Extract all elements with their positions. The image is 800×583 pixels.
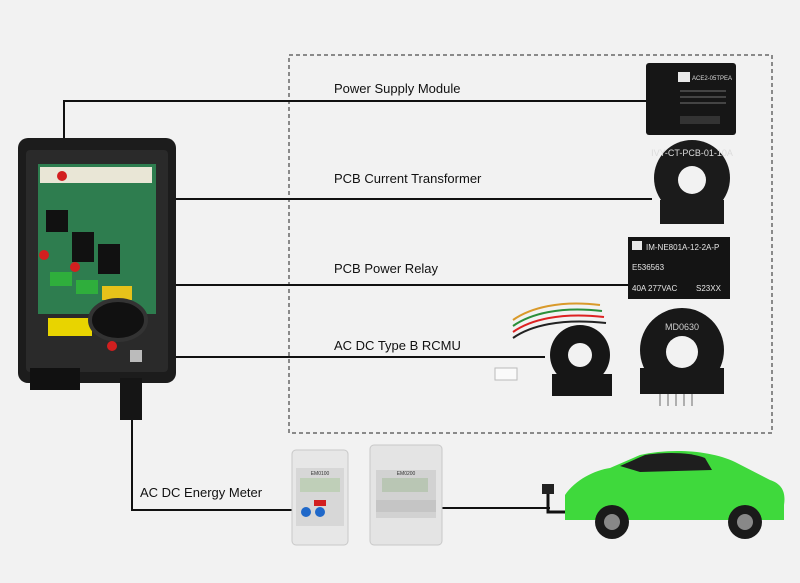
label-power-relay: PCB Power Relay xyxy=(334,261,439,276)
relay-code: E536563 xyxy=(632,263,665,272)
label-power-supply: Power Supply Module xyxy=(334,81,461,96)
ct-marking: IVY-CT-PCB-01-10A xyxy=(651,148,733,158)
energy-meter-single: EM0100 xyxy=(291,449,349,546)
electric-car xyxy=(542,450,785,539)
warning-label xyxy=(48,318,92,336)
rcmu-marking: MD0630 xyxy=(665,322,699,332)
relay-rating: 40A 277VAC xyxy=(632,284,677,293)
meter-right-model: EM0200 xyxy=(397,471,416,477)
power-supply-module: ACE2-05TPEA xyxy=(646,63,736,135)
charger-enclosure xyxy=(18,138,176,420)
label-rcmu: AC DC Type B RCMU xyxy=(334,338,461,353)
meter-left-model: EM0100 xyxy=(311,471,330,477)
psu-part-number: ACE2-05TPEA xyxy=(692,76,732,82)
components-frame xyxy=(288,54,773,434)
current-transformer: IVY-CT-PCB-01-10A xyxy=(651,140,733,224)
line-energy-meter xyxy=(131,415,292,511)
relay-part-number: IM-NE801A-12-2A-P xyxy=(646,243,719,252)
label-current-transformer: PCB Current Transformer xyxy=(334,171,482,186)
relay-batch: S23XX xyxy=(696,284,722,293)
power-relay: IM-NE801A-12-2A-P E536563 40A 277VAC S23… xyxy=(628,237,730,299)
energy-meter-dual: EM0200 xyxy=(369,444,443,546)
rcmu-sensor-small xyxy=(494,302,612,396)
label-energy-meter: AC DC Energy Meter xyxy=(140,485,263,500)
rcmu-sensor-large: MD0630 xyxy=(640,308,724,406)
